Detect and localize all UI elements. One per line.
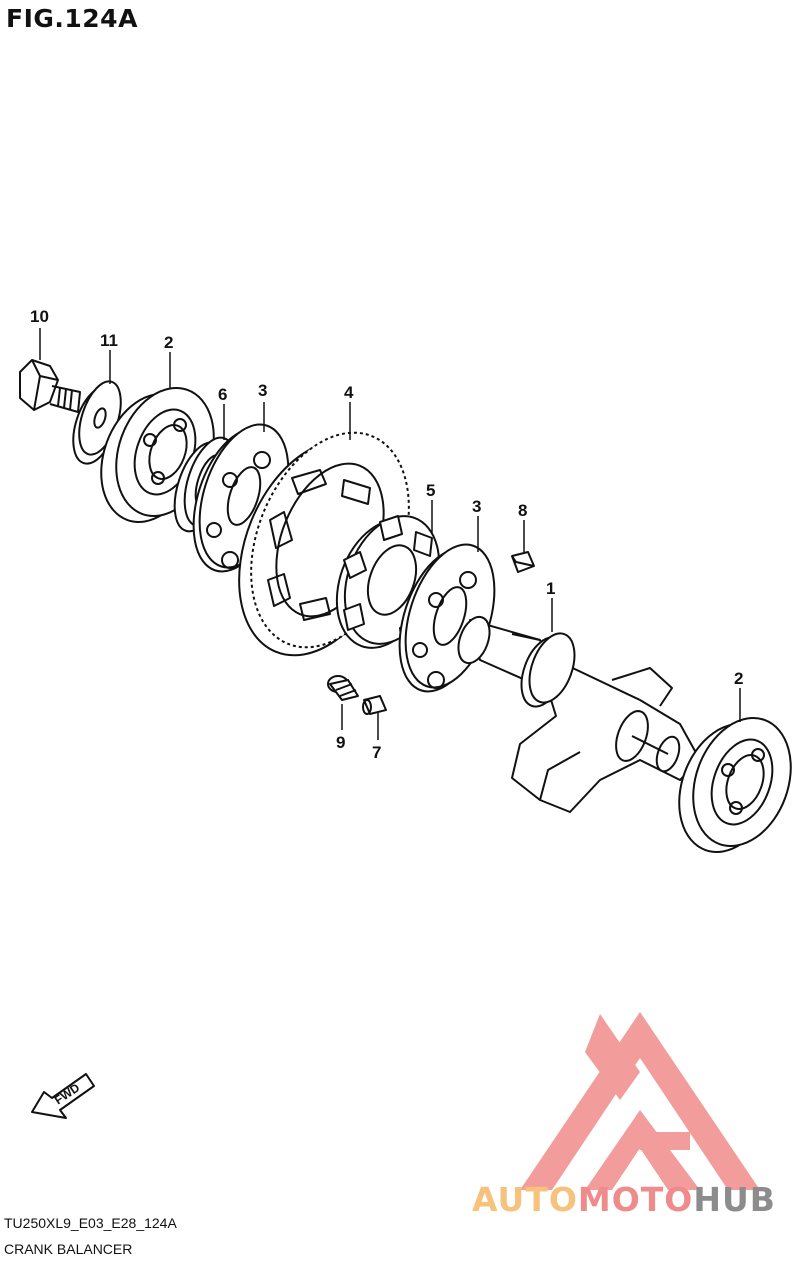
bearing-part-right — [678, 717, 792, 853]
watermark-logo — [520, 1012, 760, 1190]
spring-part — [327, 675, 359, 701]
callout-9: 9 — [336, 733, 345, 752]
fwd-arrow-icon: FWD — [31, 1073, 95, 1119]
leader-lines — [39, 328, 741, 740]
pin-part — [362, 695, 387, 715]
callout-8: 8 — [518, 501, 527, 520]
diagram-code: TU250XL9_E03_E28_124A — [4, 1215, 177, 1231]
callout-6: 6 — [218, 385, 227, 404]
figure-title: FIG.124A — [6, 4, 138, 33]
callout-3-right: 3 — [472, 497, 481, 516]
callout-3: 3 — [258, 381, 267, 400]
balancer-shaft-part — [457, 615, 701, 813]
diagram-caption: CRANK BALANCER — [4, 1241, 133, 1257]
callout-1: 1 — [546, 579, 555, 598]
watermark-hub: HUB — [693, 1180, 776, 1219]
key-part — [511, 551, 535, 573]
callout-2-right: 2 — [734, 669, 743, 688]
bolt-part — [19, 359, 81, 413]
callout-7: 7 — [372, 743, 381, 762]
callout-5: 5 — [426, 481, 435, 500]
watermark-auto: AUTO — [472, 1180, 578, 1219]
callout-11: 11 — [100, 331, 118, 350]
callout-10: 10 — [30, 307, 49, 326]
callout-4: 4 — [344, 383, 354, 402]
watermark-text: AUTOMOTOHUB — [472, 1180, 776, 1219]
watermark-moto: MOTO — [577, 1180, 694, 1219]
callout-2: 2 — [164, 333, 173, 352]
